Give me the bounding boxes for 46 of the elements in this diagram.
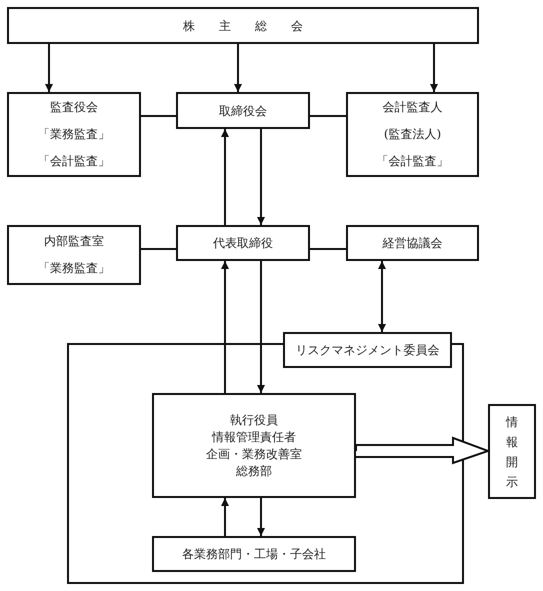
org-box: [176, 92, 310, 129]
org-box: [7, 225, 141, 285]
label-text: 企画・業務改善室: [206, 446, 302, 462]
org-box: [346, 225, 479, 261]
org-box: [346, 92, 479, 177]
arrow: [430, 44, 438, 92]
arrow: [221, 498, 229, 536]
connector-line: [310, 248, 346, 250]
connector-line: [141, 248, 176, 250]
vertical-box: [488, 404, 536, 499]
label-text: 情報管理責任者: [212, 428, 296, 446]
connector-line: [141, 115, 176, 117]
label-text: 総務部: [236, 462, 272, 480]
label-text: 株主総会: [183, 18, 327, 34]
arrow: [257, 261, 265, 393]
arrow: [378, 261, 386, 332]
label-text: 「会計監査」: [376, 153, 448, 170]
arrow: [221, 129, 229, 225]
label-text: 取締役会: [219, 102, 267, 120]
label-text: 会計監査人: [382, 99, 442, 116]
arrow: [234, 44, 242, 92]
arrow: [257, 129, 265, 225]
label-text: 内部監査室: [44, 233, 104, 250]
arrow: [45, 44, 53, 92]
frame-box: [67, 343, 464, 584]
org-box: [283, 332, 452, 368]
block-arrow: [355, 436, 491, 464]
org-box: [152, 536, 356, 572]
label-text: 「会計監査」: [38, 153, 110, 170]
label-text: 「業務監査」: [38, 260, 110, 277]
org-box: [176, 225, 310, 261]
label-text: 「業務監査」: [38, 126, 110, 143]
label-text: リスクマネジメント委員会: [296, 342, 440, 359]
label-text: 監査役会: [50, 99, 98, 116]
arrow: [221, 261, 229, 393]
label-text: 情報開示: [506, 414, 518, 490]
org-box: [7, 92, 141, 177]
label-text: 各業務部門・工場・子会社: [182, 546, 326, 563]
label-text: 代表取締役: [213, 235, 273, 252]
arrow: [257, 498, 265, 536]
label-text: (監査法人): [384, 126, 442, 143]
org-box: [152, 393, 356, 498]
label-text: 執行役員: [230, 412, 278, 428]
label-text: 経営協議会: [382, 235, 442, 252]
connector-line: [310, 115, 346, 117]
org-box: [7, 7, 479, 44]
